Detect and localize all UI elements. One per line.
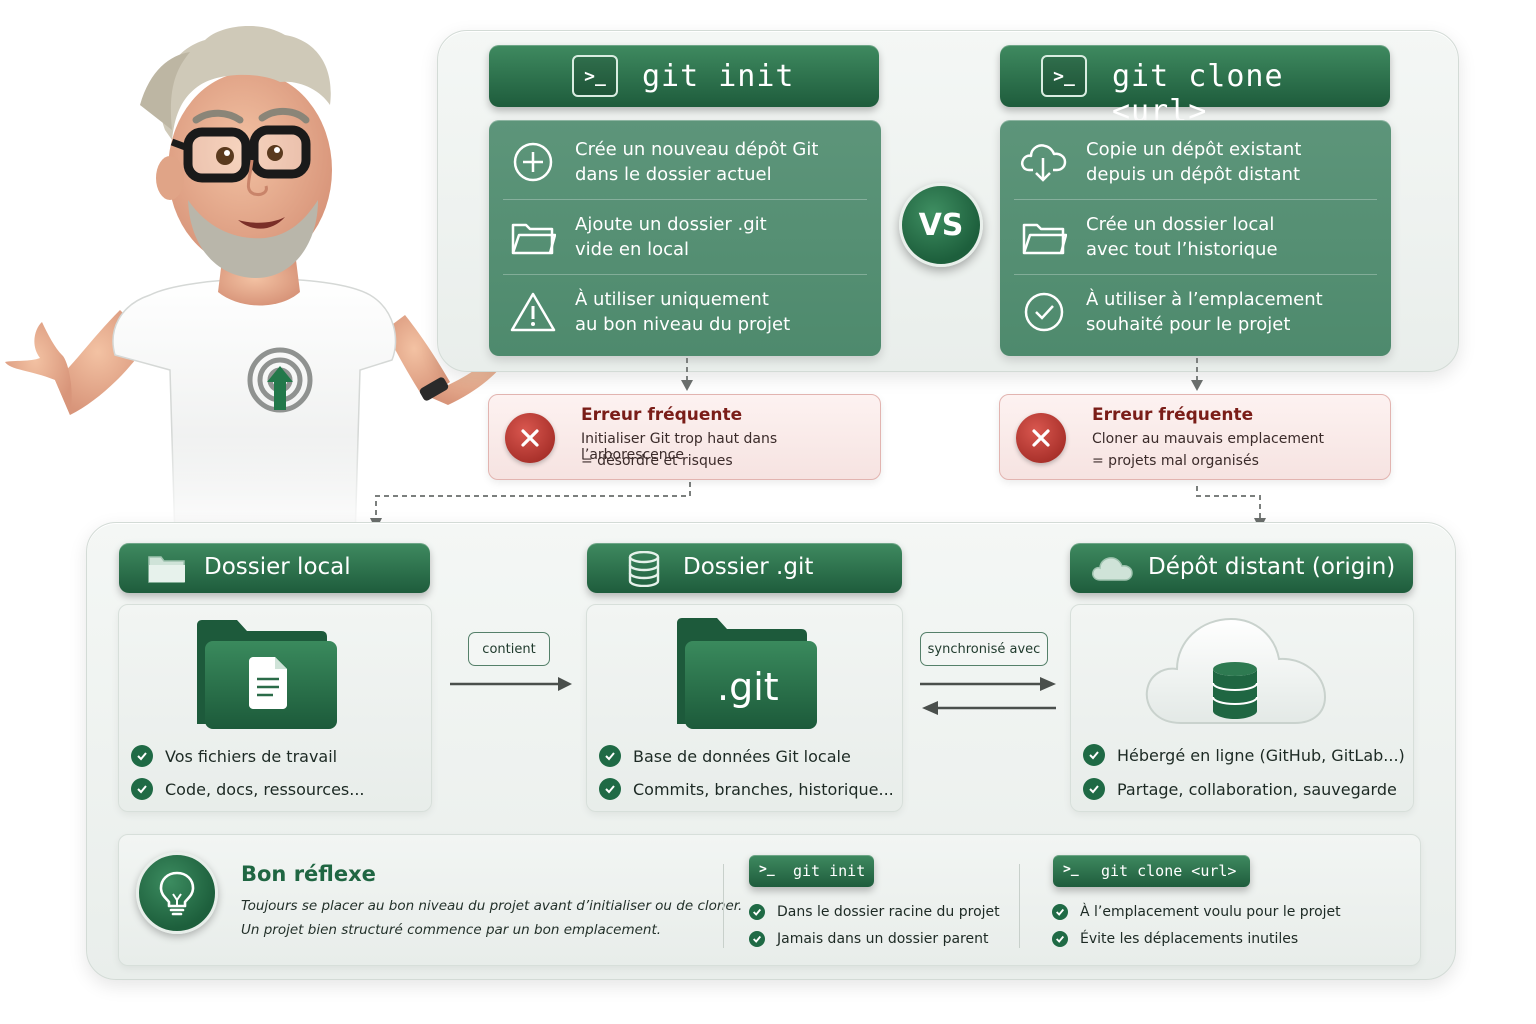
check-item: Évite les déplacements inutiles (1052, 931, 1298, 947)
git-folder-icon (677, 618, 817, 729)
git-folder-card: .git Base de données Git locale Commits,… (586, 604, 903, 812)
error-icon (1016, 413, 1066, 463)
local-folder-header: Dossier local (119, 543, 430, 593)
remote-repo-title: Dépôt distant (origin) (1148, 554, 1396, 580)
tip-git-init-badge: >_ git init (749, 855, 874, 887)
check-icon (599, 745, 621, 767)
warning-icon (510, 292, 556, 332)
sync-arrows (920, 677, 1056, 715)
cloud-icon (1092, 557, 1133, 581)
tip-line-2: Un projet bien structuré commence par un… (241, 922, 662, 938)
cloud-database-icon (1145, 617, 1327, 724)
git-folder-header: Dossier .git (587, 543, 902, 593)
local-folder-title: Dossier local (204, 554, 351, 580)
remote-repo-card: Hébergé en ligne (GitHub, GitLab...) Par… (1070, 604, 1414, 812)
check-icon (1052, 904, 1068, 920)
folder-icon (511, 223, 556, 255)
check-icon (131, 745, 153, 767)
git-init-error: Erreur fréquente Initialiser Git trop ha… (488, 394, 881, 480)
git-folder-title: Dossier .git (683, 554, 814, 580)
tip-title: Bon réflexe (241, 862, 376, 886)
check-icon (131, 778, 153, 800)
terminal-icon: >_ (1063, 862, 1079, 877)
git-init-header: >_ git init (489, 45, 879, 107)
divider (723, 864, 724, 948)
lightbulb-badge (136, 852, 218, 934)
git-init-title: git init (642, 58, 795, 94)
database-icon (628, 551, 660, 587)
divider (1019, 864, 1020, 948)
vs-badge: VS (899, 183, 983, 267)
check-icon (749, 904, 765, 920)
check-item: À l’emplacement voulu pour le projet (1052, 904, 1341, 920)
folder-icon (1022, 223, 1067, 255)
folder-icon (148, 556, 185, 583)
git-clone-error: Erreur fréquente Cloner au mauvais empla… (999, 394, 1391, 480)
check-icon (599, 778, 621, 800)
check-item: Hébergé en ligne (GitHub, GitLab...) (1083, 744, 1405, 766)
check-item: Jamais dans un dossier parent (749, 931, 988, 947)
check-item: Dans le dossier racine du projet (749, 904, 1000, 920)
check-item: Base de données Git locale (599, 745, 851, 767)
git-clone-header: >_ git clone <url> (1000, 45, 1390, 129)
error-icon (505, 413, 555, 463)
check-circle-icon (1024, 292, 1064, 332)
check-item: Commits, branches, historique... (599, 778, 894, 800)
cloud-download-icon (1021, 143, 1067, 182)
lightbulb-icon (159, 871, 195, 916)
contains-label: contient (468, 632, 550, 666)
contains-arrow (450, 677, 572, 691)
plus-circle-icon (513, 142, 553, 181)
check-icon (749, 931, 765, 947)
check-item: Code, docs, ressources... (131, 778, 365, 800)
tip-line-1: Toujours se placer au bon niveau du proj… (241, 898, 743, 914)
local-folder-card: Vos fichiers de travail Code, docs, ress… (118, 604, 432, 812)
git-folder-label: .git (717, 665, 779, 709)
remote-repo-header: Dépôt distant (origin) (1070, 543, 1413, 593)
check-icon (1052, 931, 1068, 947)
tip-git-clone-badge: >_ git clone <url> (1053, 855, 1250, 887)
terminal-icon: >_ (572, 55, 618, 97)
sync-label: synchronisé avec (920, 632, 1048, 666)
terminal-icon: >_ (759, 862, 775, 877)
check-item: Vos fichiers de travail (131, 745, 337, 767)
check-icon (1083, 778, 1105, 800)
terminal-icon: >_ (1041, 55, 1087, 97)
check-item: Partage, collaboration, sauvegarde (1083, 778, 1397, 800)
check-icon (1083, 744, 1105, 766)
document-folder-icon (197, 620, 337, 729)
